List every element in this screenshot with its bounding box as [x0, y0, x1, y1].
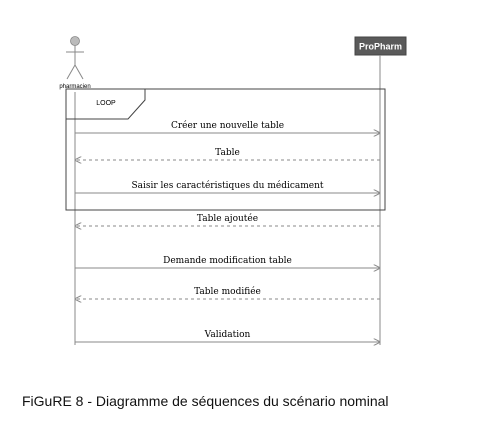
actor-stick-figure-icon — [66, 36, 84, 80]
message-label-2: Table — [215, 148, 240, 158]
loop-frame — [65, 88, 386, 211]
loop-tab — [65, 88, 146, 120]
message-label-5: Demande modification table — [163, 256, 292, 266]
message-label-4: Table ajoutée — [197, 213, 258, 224]
message-label-3: Saisir les caractéristiques du médicamen… — [131, 180, 323, 191]
loop-label: LOOP — [96, 100, 116, 107]
message-label-1: Créer une nouvelle table — [171, 120, 284, 131]
message-label-6: Table modifiée — [194, 286, 261, 297]
actor-label: pharmacien — [59, 84, 90, 90]
message-label-7: Validation — [204, 330, 251, 340]
figure-caption: FiGuRE 8 - Diagramme de séquences du scé… — [22, 393, 389, 409]
system-label: ProPharm — [359, 42, 402, 52]
